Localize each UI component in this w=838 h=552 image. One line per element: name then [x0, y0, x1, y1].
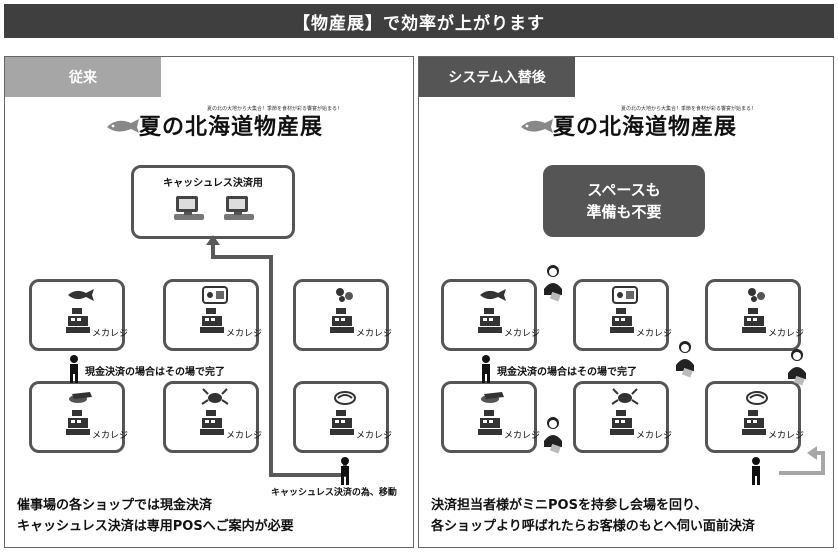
after-caption: 決済担当者様がミニPOSを持参し会場を回り、 各ショップより呼ばれたらお客様のも…: [431, 495, 755, 537]
register-label: メカレジ: [92, 329, 129, 339]
banner-title: 夏の北海道物産展: [553, 115, 738, 140]
shop-sweets: メカレジ: [293, 381, 393, 453]
sweets-icon: [746, 391, 768, 405]
panel-after: システム入替後 夏の北海道物産展 夏の北の大地から大集合！季節を食材が彩る饗宴が…: [418, 56, 834, 548]
sushi-icon: [69, 392, 92, 403]
sweets-icon: [334, 391, 356, 405]
customer-icon: [482, 355, 490, 383]
cashless-pos-station: キャッシュレス決済用: [131, 165, 295, 239]
state-line1: スペースも: [587, 181, 661, 199]
cash-register-icon: [478, 410, 502, 435]
register-label: メカレジ: [636, 329, 673, 339]
shop-sushi: メカレジ: [441, 381, 541, 453]
sushi-icon: [481, 392, 504, 403]
cash-register-icon: [478, 308, 502, 333]
shop-fish: メカレジ: [29, 279, 129, 351]
shop-meat: メカレジ: [705, 279, 805, 351]
before-caption-line1: 催事場の各ショップでは現金決済: [17, 498, 213, 513]
page-title: 【物産展】で効率が上がります: [4, 4, 834, 38]
pos-terminal-icon: [224, 196, 254, 220]
bento-icon: [202, 286, 228, 304]
register-label: メカレジ: [636, 431, 673, 441]
shop-sweets: メカレジ: [705, 381, 805, 453]
register-label: メカレジ: [92, 431, 129, 441]
shop-sushi: メカレジ: [29, 381, 129, 453]
pos-station-label: キャッシュレス決済用: [163, 178, 263, 189]
fish-icon: [68, 289, 94, 301]
shop-meat: メカレジ: [293, 279, 393, 351]
staff-with-mini-pos-icon: [788, 349, 806, 386]
cash-complete-note: 現金決済の場合はその場で完了: [497, 367, 637, 378]
shop-fish: メカレジ: [441, 279, 541, 351]
register-label: メカレジ: [226, 329, 263, 339]
cash-register-icon: [66, 308, 90, 333]
meat-icon: [748, 288, 765, 302]
pos-terminal-icon: [174, 196, 204, 220]
event-banner: 夏の北海道物産展 夏の北の大地から大集合！季節を食材が彩る饗宴が始まる！: [105, 106, 342, 143]
register-label: メカレジ: [226, 431, 263, 441]
cash-register-icon: [742, 308, 766, 333]
cash-register-icon: [610, 308, 634, 333]
banner-title: 夏の北海道物産展: [139, 115, 324, 140]
register-label: メカレジ: [504, 431, 541, 441]
cash-register-icon: [610, 410, 634, 435]
customer-icon: [341, 457, 349, 485]
staff-with-mini-pos-icon: [676, 341, 694, 378]
before-caption: 催事場の各ショップでは現金決済 キャッシュレス決済は専用POSへご案内が必要: [17, 495, 294, 537]
crab-icon: [201, 388, 229, 405]
cash-register-icon: [330, 410, 354, 435]
bento-icon: [612, 286, 638, 304]
cashless-move-note: キャッシュレス決済の為、移動: [271, 488, 397, 498]
cash-register-icon: [330, 308, 354, 333]
shop-crab: メカレジ: [573, 381, 673, 453]
banner-fish-icon: [107, 119, 139, 133]
staff-with-mini-pos-icon: [544, 265, 562, 302]
cash-register-icon: [742, 410, 766, 435]
banner-subtitle: 夏の北の大地から大集合！季節を食材が彩る饗宴が始まる！: [207, 106, 343, 112]
after-caption-line1: 決済担当者様がミニPOSを持参し会場を回り、: [431, 498, 708, 513]
no-space-needed-box: スペースも 準備も不要: [543, 165, 705, 237]
cash-register-icon: [66, 410, 90, 435]
after-caption-line2: 各ショップより呼ばれたらお客様のもとへ伺い面前決済: [431, 519, 755, 534]
shop-bento: メカレジ: [163, 279, 263, 351]
cash-register-icon: [200, 308, 224, 333]
event-banner: 夏の北海道物産展 夏の北の大地から大集合！季節を食材が彩る饗宴が始まる！: [519, 106, 756, 143]
customer-icon: [70, 355, 78, 383]
state-line2: 準備も不要: [586, 203, 662, 221]
register-label: メカレジ: [356, 329, 393, 339]
fish-icon: [480, 289, 506, 301]
banner-fish-icon: [521, 119, 553, 133]
register-label: メカレジ: [768, 329, 805, 339]
customer-icon: [752, 457, 760, 485]
shop-bento: メカレジ: [573, 279, 673, 351]
banner-subtitle: 夏の北の大地から大集合！季節を食材が彩る饗宴が始まる！: [621, 106, 757, 112]
before-caption-line2: キャッシュレス決済は専用POSへご案内が必要: [17, 519, 294, 534]
register-label: メカレジ: [504, 329, 541, 339]
meat-icon: [336, 288, 353, 302]
tab-after: システム入替後: [419, 57, 575, 97]
shop-crab: メカレジ: [163, 381, 263, 453]
panel-before: 従来 夏の北海道物産展 夏の北の大地から大集合！季節を食材が彩る饗宴が始まる！ …: [4, 56, 414, 548]
register-label: メカレジ: [356, 431, 393, 441]
tab-before: 従来: [5, 57, 161, 97]
cash-complete-note: 現金決済の場合はその場で完了: [85, 367, 225, 378]
crab-icon: [611, 388, 639, 405]
register-label: メカレジ: [768, 431, 805, 441]
cash-register-icon: [200, 410, 224, 435]
staff-with-mini-pos-icon: [544, 417, 562, 454]
